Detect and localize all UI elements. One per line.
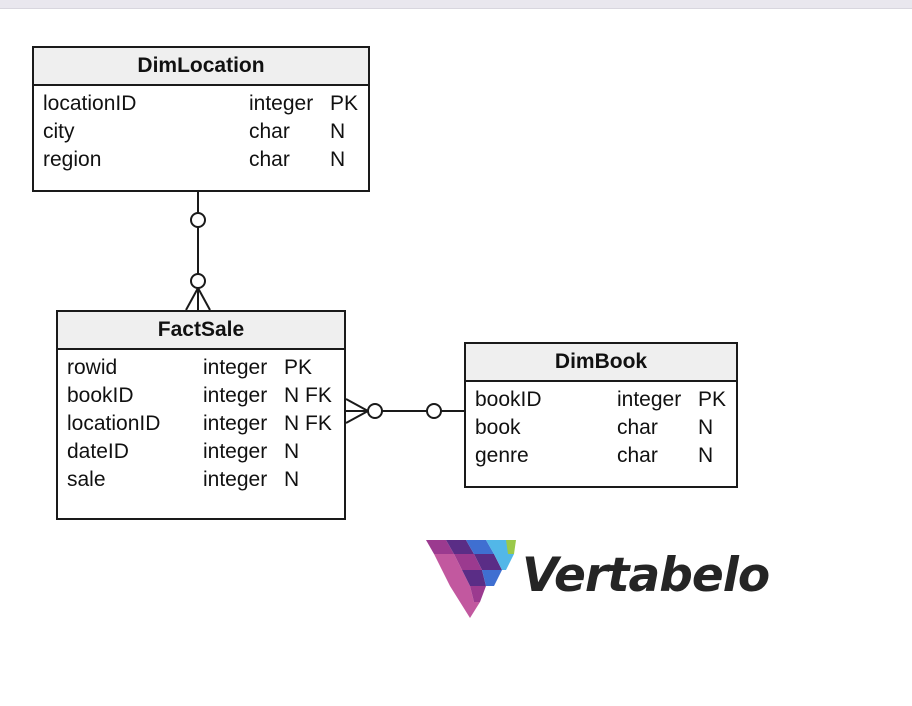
column-type: char	[249, 120, 290, 143]
column-name: bookID	[475, 388, 542, 411]
column-flags: PK	[284, 356, 313, 379]
vertabelo-logo-mark-icon	[426, 540, 516, 618]
column-flags: N	[284, 440, 300, 463]
relationship-book-factsale[interactable]	[345, 398, 464, 424]
relationship-location-factsale[interactable]	[185, 192, 211, 311]
column-type: integer	[203, 440, 268, 463]
column-name: region	[43, 148, 102, 171]
optional-circle-one	[190, 212, 206, 228]
entity-dimlocation[interactable]: DimLocation locationID integer PK city c…	[32, 46, 370, 192]
column-flags: N FK	[284, 384, 332, 407]
column-row[interactable]: dateID integer N	[58, 438, 344, 466]
column-flags: N FK	[284, 412, 332, 435]
column-name: genre	[475, 444, 529, 467]
column-name: locationID	[43, 92, 137, 115]
column-flags: PK	[698, 388, 727, 411]
column-name: locationID	[67, 412, 161, 435]
column-type: integer	[203, 384, 268, 407]
entity-columns: locationID integer PK city char N region…	[34, 86, 368, 174]
vertabelo-logo: Vertabelo	[424, 538, 770, 622]
vertabelo-logo-text: Vertabelo	[522, 548, 770, 603]
column-name: rowid	[67, 356, 118, 379]
column-row[interactable]: region char N	[34, 146, 368, 174]
column-name: city	[43, 120, 75, 143]
entity-title: DimLocation	[34, 48, 368, 86]
column-row[interactable]: genre char N	[466, 442, 736, 470]
column-row[interactable]: sale integer N	[58, 466, 344, 494]
column-type: integer	[617, 388, 682, 411]
column-type: integer	[203, 356, 268, 379]
entity-title: FactSale	[58, 312, 344, 350]
column-row[interactable]: city char N	[34, 118, 368, 146]
column-type: integer	[249, 92, 314, 115]
optional-circle-one	[426, 403, 442, 419]
column-flags: N	[330, 120, 346, 143]
optional-circle-many	[367, 403, 383, 419]
crows-foot-bottom	[345, 410, 369, 424]
column-type: integer	[203, 412, 268, 435]
column-row[interactable]: locationID integer N FK	[58, 410, 344, 438]
column-flags: N	[698, 416, 714, 439]
column-name: bookID	[67, 384, 134, 407]
column-flags: N	[698, 444, 714, 467]
column-row[interactable]: bookID integer N FK	[58, 382, 344, 410]
column-name: dateID	[67, 440, 129, 463]
column-type: char	[249, 148, 290, 171]
column-flags: PK	[330, 92, 359, 115]
column-row[interactable]: locationID integer PK	[34, 90, 368, 118]
crows-foot-right	[197, 287, 211, 311]
column-type: char	[617, 416, 658, 439]
entity-dimbook[interactable]: DimBook bookID integer PK book char N ge…	[464, 342, 738, 488]
crows-foot-top	[345, 398, 369, 412]
column-flags: N	[284, 468, 300, 491]
top-window-strip	[0, 0, 912, 9]
column-type: char	[617, 444, 658, 467]
column-name: sale	[67, 468, 106, 491]
column-row[interactable]: bookID integer PK	[466, 386, 736, 414]
column-flags: N	[330, 148, 346, 171]
column-row[interactable]: rowid integer PK	[58, 354, 344, 382]
entity-columns: bookID integer PK book char N genre char…	[466, 382, 736, 470]
entity-title: DimBook	[466, 344, 736, 382]
column-type: integer	[203, 468, 268, 491]
entity-factsale[interactable]: FactSale rowid integer PK bookID integer…	[56, 310, 346, 520]
column-row[interactable]: book char N	[466, 414, 736, 442]
column-name: book	[475, 416, 521, 439]
optional-circle-many	[190, 273, 206, 289]
entity-columns: rowid integer PK bookID integer N FK loc…	[58, 350, 344, 494]
crows-foot-left	[185, 287, 199, 311]
